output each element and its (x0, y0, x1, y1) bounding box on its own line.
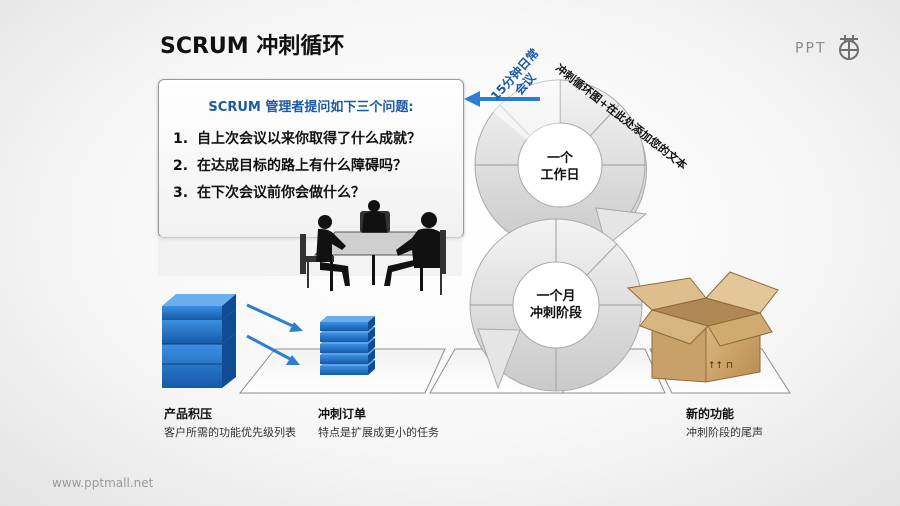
caption-sprint-order-sub: 特点是扩展成更小的任务 (318, 426, 439, 439)
page-title: SCRUM 冲刺循环 (160, 34, 345, 59)
caption-backlog: 产品积压 客户所需的功能优先级列表 (164, 405, 296, 440)
question-text: 在下次会议前你会做什么？ (197, 185, 365, 201)
sprint-month-label: 一个月 冲刺阶段 (516, 288, 596, 322)
logo-text: PPT (795, 40, 827, 57)
arrow (246, 303, 296, 329)
sprint-cycle (469, 79, 648, 392)
logo: PPT (795, 33, 864, 63)
work-day-label-line1: 一个 (546, 151, 573, 166)
caption-new-feature: 新的功能 冲刺阶段的尾声 (686, 405, 763, 440)
question-number: 1. (173, 131, 189, 147)
backlog-to-sprint-arrows (246, 303, 303, 365)
work-day-label-line2: 工作日 (540, 168, 580, 183)
sprint-order-stack (320, 316, 375, 375)
daily-meeting-band (493, 79, 560, 140)
question-box: SCRUM 管理者提问如下三个问题: 1. 自上次会议以来你取得了什么成就？ 2.… (158, 79, 464, 238)
caption-sprint-order-title: 冲刺订单 (318, 407, 367, 421)
question-number: 3. (173, 185, 189, 201)
footer-url: www.pptmall.net (52, 476, 154, 490)
question-heading: SCRUM 管理者提问如下三个问题: (208, 100, 414, 115)
question-text: 自上次会议以来你取得了什么成就？ (197, 131, 421, 147)
arrow (246, 334, 293, 362)
question-number: 2. (173, 158, 189, 174)
caption-backlog-sub: 客户所需的功能优先级列表 (164, 426, 296, 439)
arrow-head (286, 355, 300, 365)
logo-mark-icon (838, 35, 859, 60)
question-item-2: 2. 在达成目标的路上有什么障碍吗？ (173, 155, 407, 175)
question-text: 在达成目标的路上有什么障碍吗？ (197, 158, 407, 174)
question-item-3: 3. 在下次会议前你会做什么？ (173, 182, 365, 202)
meeting-silhouette-icon (300, 200, 446, 295)
arrow-head (289, 322, 303, 332)
caption-new-feature-title: 新的功能 (686, 407, 735, 421)
question-item-1: 1. 自上次会议以来你取得了什么成就？ (173, 128, 421, 148)
work-day-label: 一个 工作日 (524, 150, 596, 184)
sprint-month-label-line2: 冲刺阶段 (529, 306, 582, 321)
caption-new-feature-sub: 冲刺阶段的尾声 (686, 426, 763, 439)
cycle-arrow-head (477, 328, 521, 390)
backlog-block (162, 294, 236, 320)
daily-meeting-pointer-arrow (464, 91, 540, 107)
caption-sprint-order: 冲刺订单 特点是扩展成更小的任务 (318, 405, 439, 440)
cardboard-box-icon (626, 271, 779, 383)
product-backlog-stack (162, 294, 236, 388)
caption-backlog-title: 产品积压 (164, 407, 213, 421)
sprint-month-label-line1: 一个月 (536, 289, 576, 304)
box-marks-icon: ↑↑ ⊓ (708, 361, 733, 371)
